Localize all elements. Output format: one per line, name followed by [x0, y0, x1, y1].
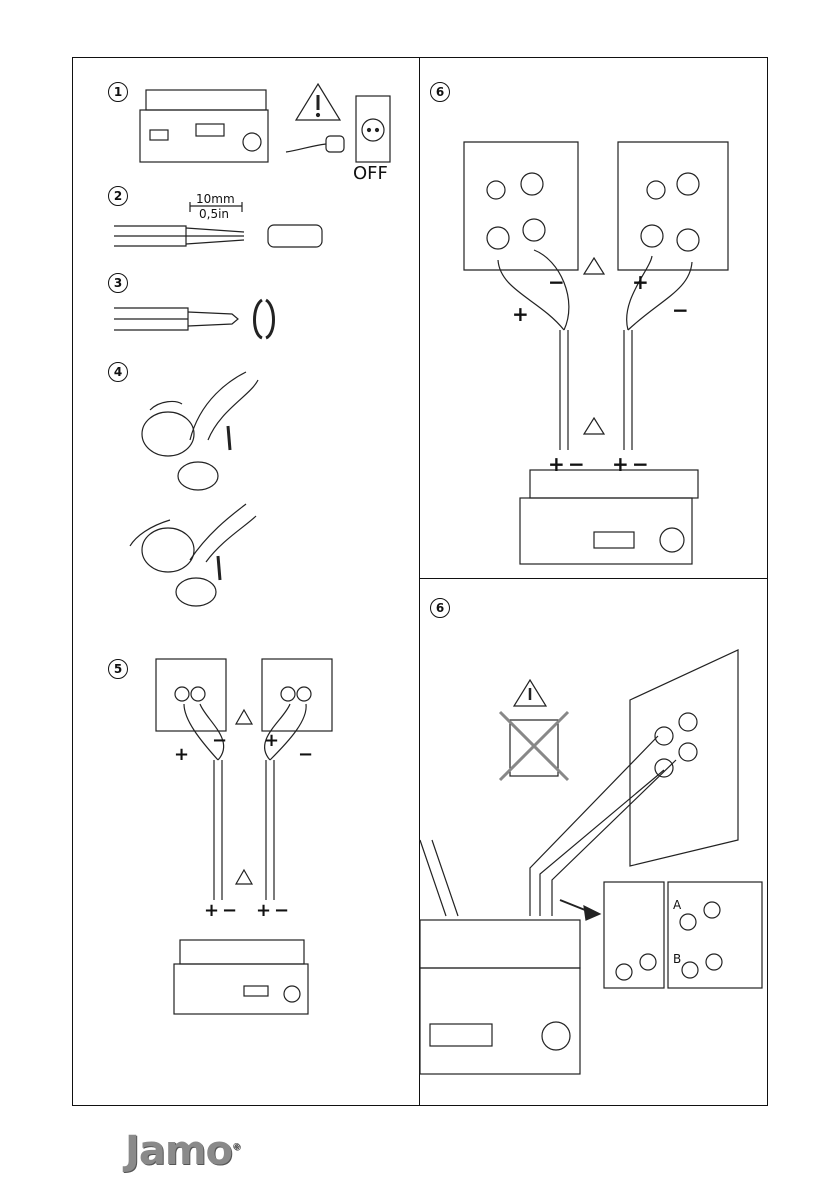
step1-equipment-illustration	[140, 90, 268, 162]
minus-sign: −	[298, 744, 313, 765]
power-plug-icon	[286, 136, 344, 152]
step6b-warning-icon	[514, 680, 546, 706]
strip-length-mm: 10mm	[196, 192, 235, 206]
plus-sign: +	[204, 900, 219, 921]
plus-sign: +	[256, 900, 271, 921]
bi-wire-label-a: A	[673, 898, 681, 912]
plus-sign: +	[548, 452, 565, 476]
minus-sign: −	[274, 900, 289, 921]
minus-sign: −	[212, 730, 227, 751]
step4-binding-post-illustration	[130, 372, 258, 606]
jamo-logo: Jamo®	[125, 1128, 240, 1174]
step6a-warning-icon	[584, 258, 604, 434]
minus-sign: −	[632, 452, 649, 476]
bridge-removal-icon	[500, 712, 568, 780]
wall-socket-icon	[356, 96, 390, 162]
plus-sign: +	[512, 302, 529, 326]
plus-sign: +	[174, 744, 189, 765]
step3-twist-illustration	[114, 300, 274, 338]
strip-length-in: 0,5in	[199, 207, 229, 221]
plus-sign: +	[612, 452, 629, 476]
off-label: OFF	[353, 163, 388, 184]
minus-sign: −	[222, 900, 237, 921]
minus-sign: −	[672, 298, 689, 322]
step6b-speaker-terminal-illustration	[420, 650, 762, 1074]
step1-warning-icon	[296, 84, 340, 120]
step5-warning-icon	[236, 710, 252, 884]
step6a-speaker-terminal-illustration	[464, 142, 728, 564]
minus-sign: −	[568, 452, 585, 476]
plus-sign: +	[632, 270, 649, 294]
step5-speaker-terminal-illustration	[156, 659, 332, 1014]
minus-sign: −	[548, 270, 565, 294]
bi-wire-label-b: B	[673, 952, 681, 966]
plus-sign: +	[264, 730, 279, 751]
